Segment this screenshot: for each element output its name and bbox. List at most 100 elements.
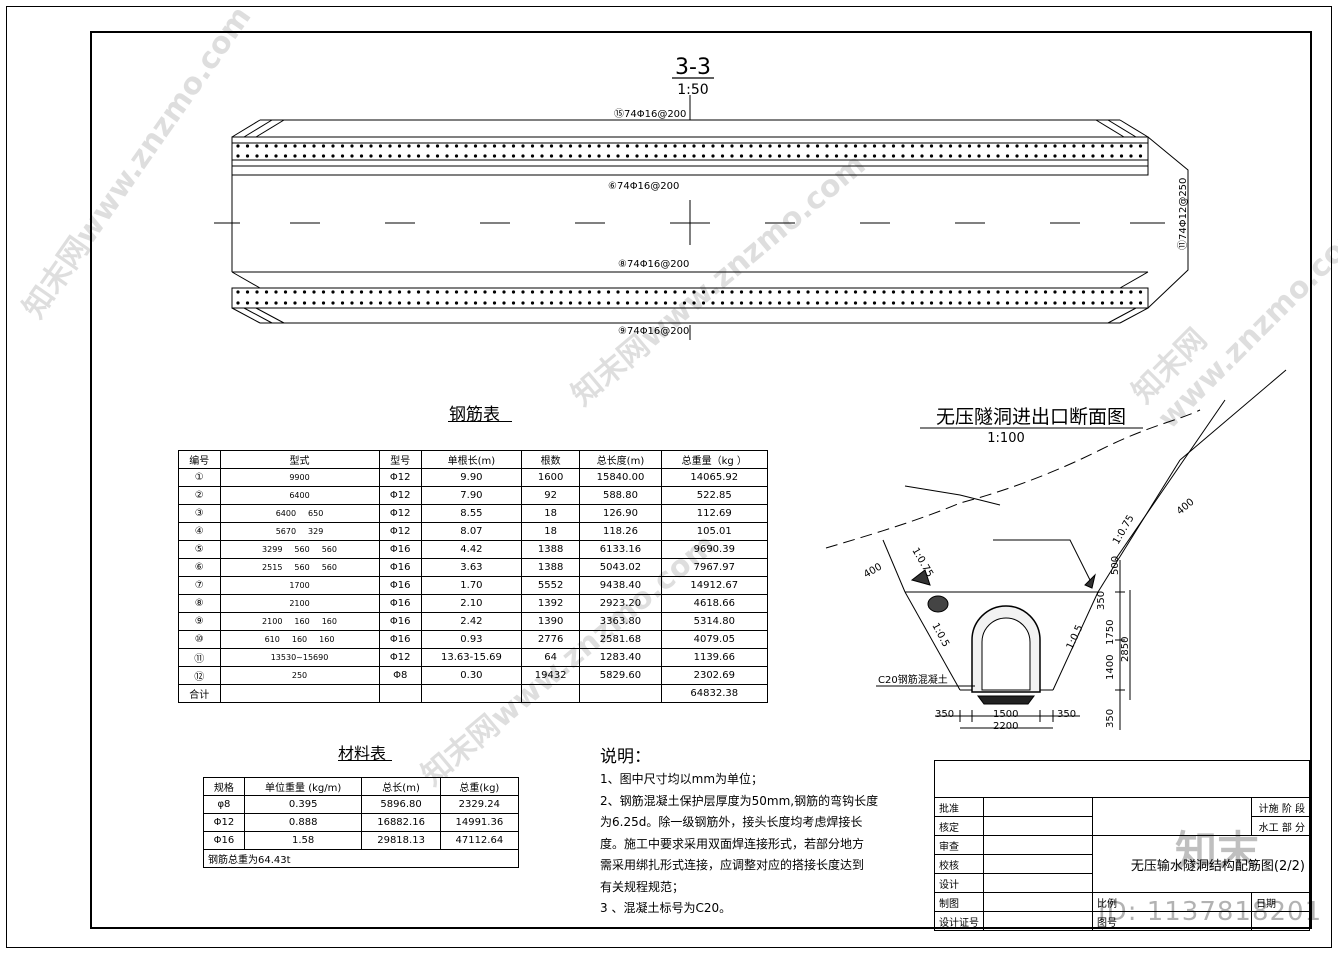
rebar-dot: [730, 290, 734, 294]
rebar-count: 1392: [520, 594, 581, 613]
rebar-header-cell: 编号: [178, 450, 221, 469]
rebar-dot: [739, 301, 744, 305]
rebar-dot: [1119, 301, 1124, 305]
rebar-dot: [483, 301, 487, 305]
rebar-dot: [815, 144, 820, 148]
rebar-dot: [882, 301, 886, 305]
rebar-dot: [597, 290, 601, 294]
note-line: 2、钢筋混凝土保护层厚度为50mm,钢筋的弯钩长度: [600, 793, 879, 808]
rebar-dot: [967, 290, 972, 294]
dim-350b: 350: [1105, 709, 1116, 728]
rebar-dot: [473, 290, 478, 294]
rebar-type: Φ8: [378, 666, 422, 685]
rebar-dot: [407, 154, 411, 158]
rebar-dot: [511, 154, 516, 158]
rebar-dot: [293, 144, 297, 148]
rebar-shape-dim: 560: [321, 563, 337, 572]
section-scale: 1:50: [677, 82, 708, 98]
rebar-dot: [1081, 290, 1086, 294]
tb-check: 核定: [934, 816, 984, 836]
rebar-dot: [559, 144, 563, 148]
notes-block: 1、图中尺寸均以mm为单位；2、钢筋混凝土保护层厚度为50mm,钢筋的弯钩长度为…: [600, 769, 900, 920]
rebar-dot: [910, 301, 915, 305]
rebar-dot: [1129, 154, 1133, 158]
rebar-dot: [350, 301, 354, 305]
rebar-dot: [853, 154, 858, 158]
rebar-dot: [996, 301, 1000, 305]
rebar-total-label: 合计: [178, 684, 221, 703]
rebar-dot: [1024, 144, 1029, 148]
rebar-dot: [502, 154, 506, 158]
rebar-dot: [1024, 301, 1029, 305]
rebar-dot: [502, 144, 506, 148]
rebar-dot: [635, 144, 639, 148]
rebar-dot: [673, 144, 677, 148]
rebar-dot: [454, 144, 459, 148]
rebar-count: 92: [520, 486, 581, 505]
rebar-dot: [1119, 144, 1124, 148]
rebar-shape: 9900: [219, 468, 380, 487]
rebar-dot: [350, 144, 354, 148]
rebar-dot: [340, 154, 345, 158]
dim-350r: 350: [1057, 709, 1076, 720]
rebar-dot: [758, 301, 763, 305]
rebar-dot: [578, 144, 582, 148]
rebar-dot: [236, 301, 240, 305]
rebar-weight: 112.69: [660, 504, 769, 523]
rebar-weight: 14065.92: [660, 468, 769, 487]
rebar-dot: [692, 301, 696, 305]
tb-verify: 校核: [934, 854, 984, 874]
rebar-dot: [1081, 154, 1086, 158]
dim-500: 500: [1110, 556, 1121, 575]
rebar-dot: [929, 301, 934, 305]
rebar-dot: [806, 154, 810, 158]
rebar-dot: [739, 290, 744, 294]
rebar-dot: [929, 154, 934, 158]
rebar-dot: [644, 301, 649, 305]
rebar-dot: [312, 154, 316, 158]
rebar-dot: [901, 301, 905, 305]
rebar-dot: [1015, 144, 1019, 148]
rebar-dot: [397, 154, 402, 158]
rebar-dot: [967, 301, 972, 305]
rebar-dot: [891, 290, 896, 294]
rebar-dot: [245, 301, 250, 305]
rebar-count: 18: [520, 522, 581, 541]
rebar-dot: [1119, 154, 1124, 158]
material-unit: 1.58: [243, 831, 363, 850]
rebar-dot: [692, 144, 696, 148]
material-spec: φ8: [203, 795, 245, 814]
material-summary-row: 钢筋总重为64.43t: [203, 849, 519, 868]
rebar-dot: [578, 154, 582, 158]
rebar-id: ⑪: [178, 648, 221, 667]
material-summary: 钢筋总重为64.43t: [203, 849, 519, 868]
empty-cell: [219, 684, 380, 703]
rebar-dot: [967, 154, 972, 158]
rebar-dot: [369, 301, 373, 305]
rebar-dot: [530, 154, 535, 158]
rebar-unit-len: 3.63: [420, 558, 522, 577]
rebar-dot: [397, 290, 402, 294]
rebar-header-cell: 根数: [520, 450, 581, 469]
rebar-shape-dim: 160: [319, 635, 335, 644]
rebar-dot: [1072, 154, 1076, 158]
rebar-dot: [511, 144, 516, 148]
rebar-label-mid: ⑥74Φ16@200: [608, 181, 679, 192]
rebar-dot: [1072, 144, 1076, 148]
notes-title: 说明：: [600, 747, 651, 767]
rebar-dot: [986, 144, 991, 148]
rebar-dot: [996, 144, 1000, 148]
rebar-dot: [1100, 144, 1105, 148]
dim-2200: 2200: [993, 721, 1018, 732]
rebar-dot: [654, 290, 658, 294]
rebar-dot: [682, 144, 687, 148]
rebar-dot: [853, 301, 858, 305]
rebar-dot: [397, 301, 402, 305]
rebar-dot: [274, 290, 278, 294]
rebar-dot: [264, 144, 269, 148]
